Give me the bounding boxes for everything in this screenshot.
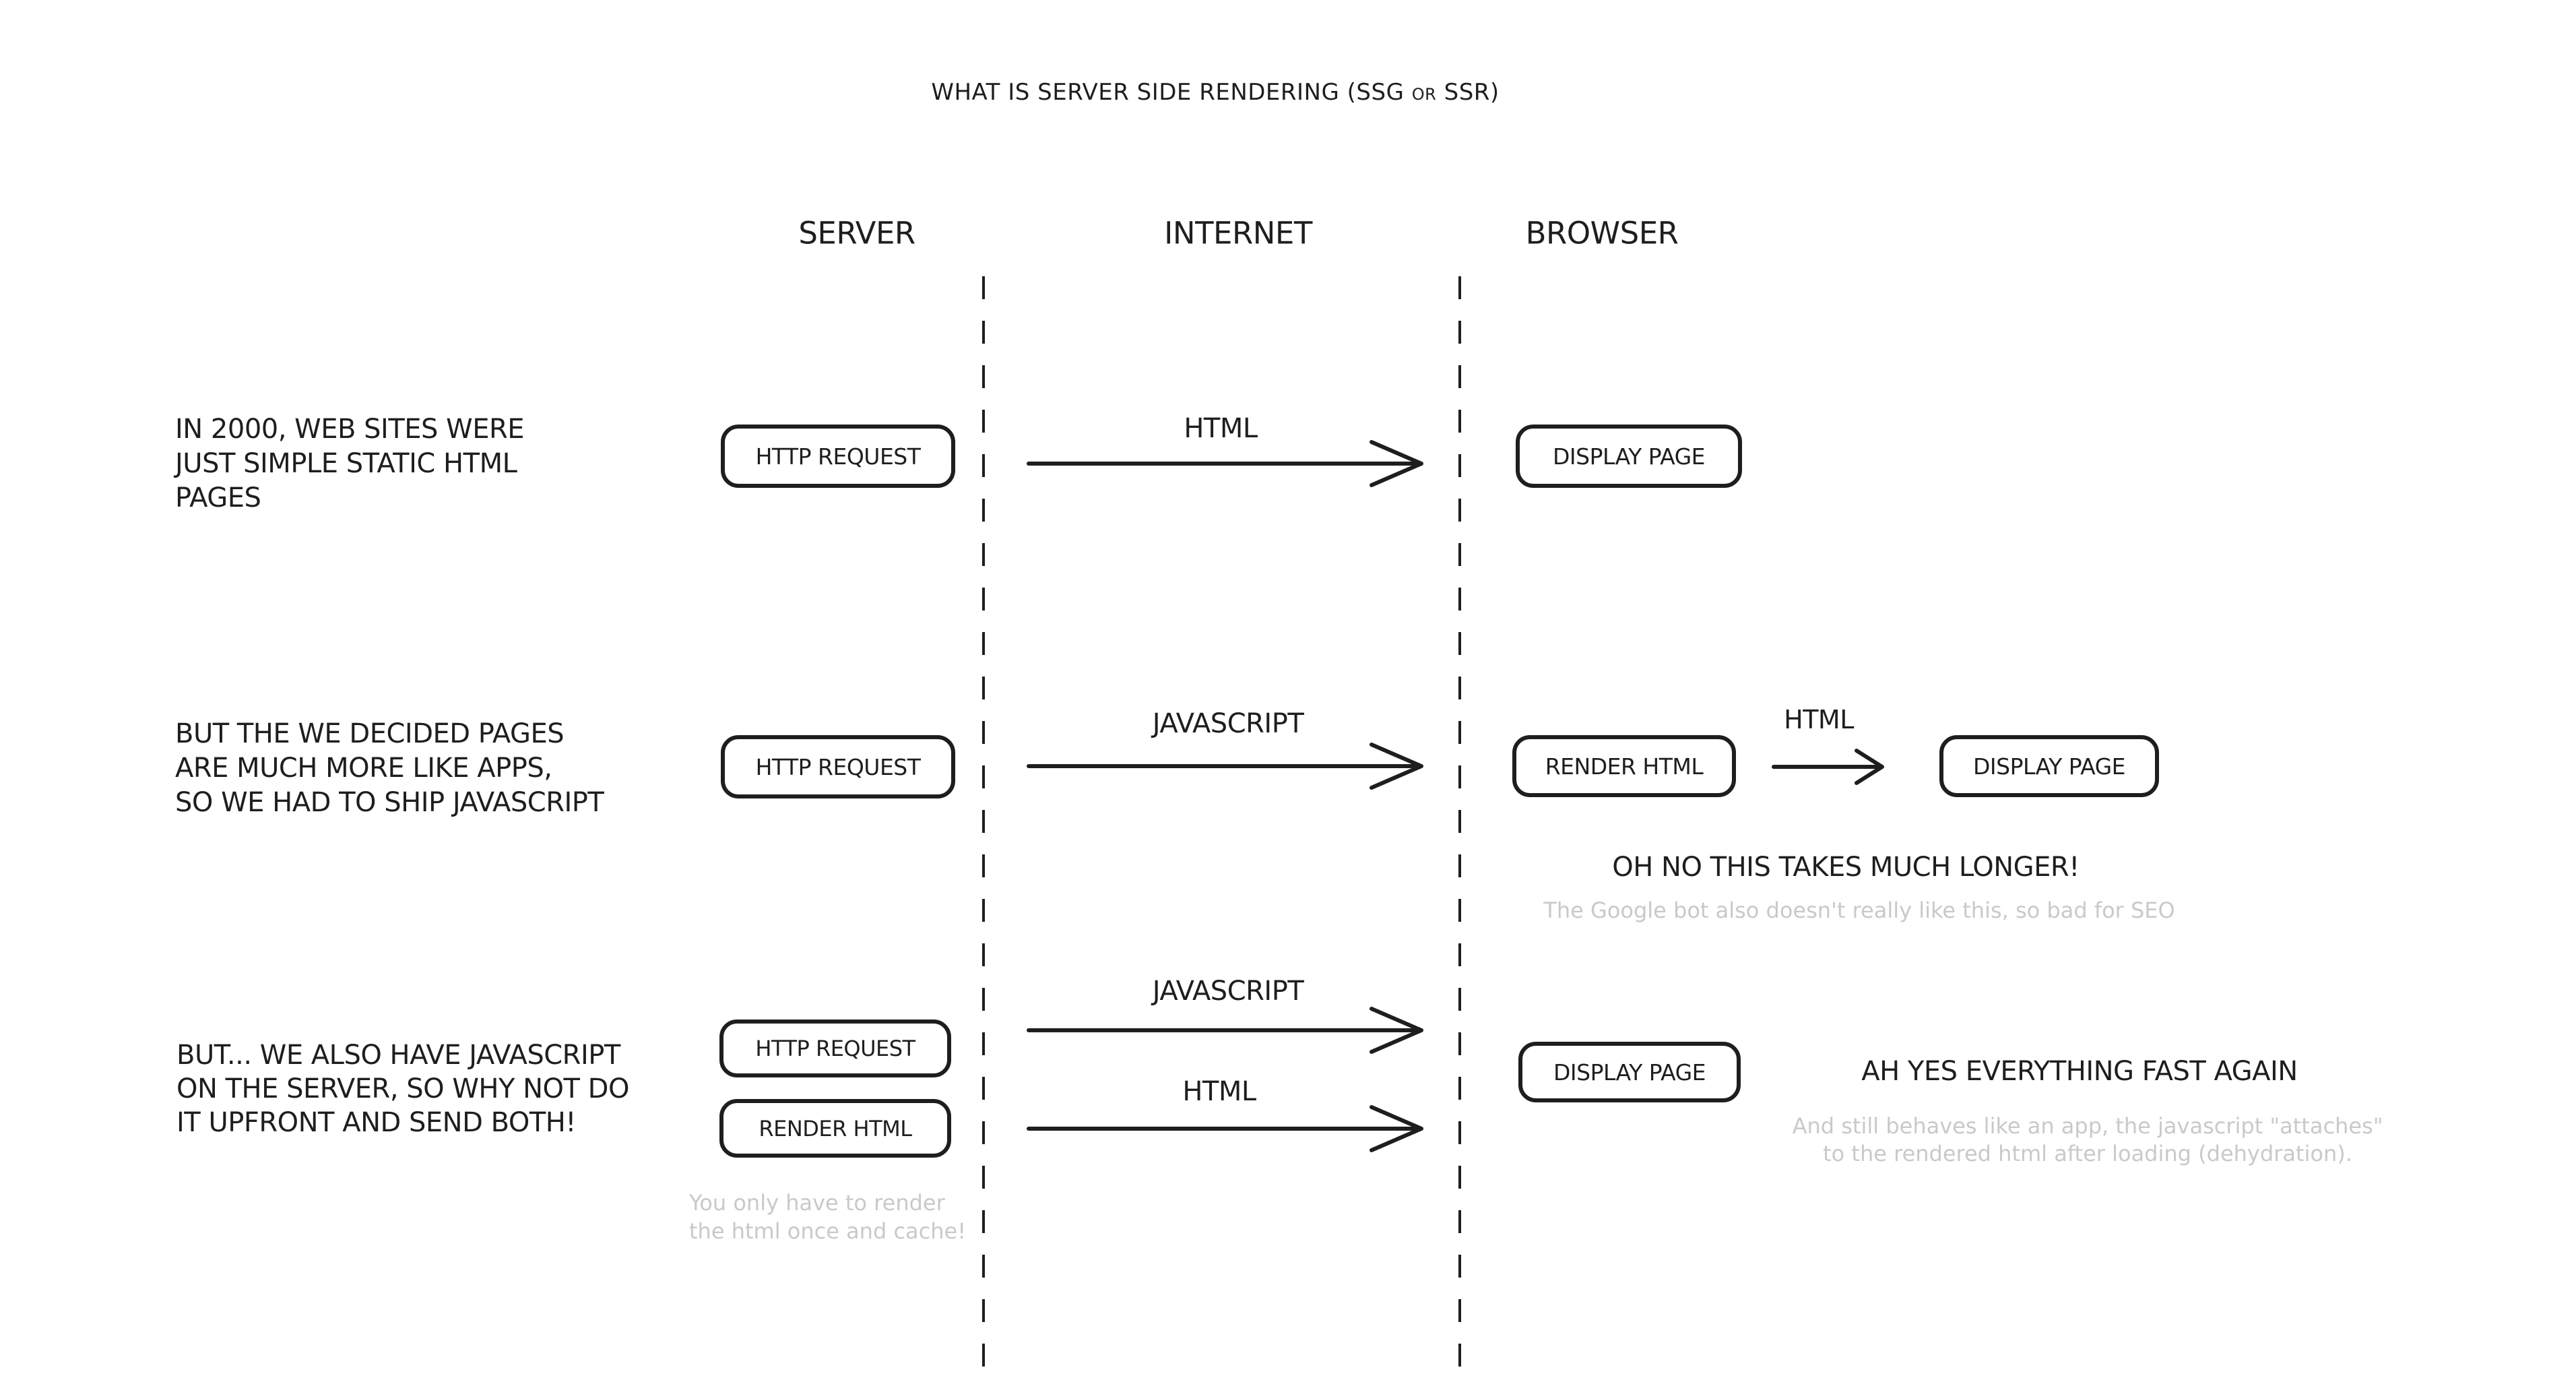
note-row2: The Google bot also doesn't really like …	[1543, 898, 2175, 923]
note-row3-line1: And still behaves like an app, the javas…	[1792, 1113, 2383, 1139]
server-note-row3-line1: You only have to render	[689, 1190, 945, 1216]
http-request-label-row2: HTTP REQUEST	[755, 753, 921, 780]
arrow-right-icon	[1772, 749, 1884, 785]
narrative-row1-line1: IN 2000, WEB SITES WERE	[175, 414, 525, 445]
internet-arrow-top-label-row3: JAVASCRIPT	[1152, 976, 1304, 1007]
http-request-box-row1: HTTP REQUEST	[721, 425, 955, 488]
column-header-internet: INTERNET	[1164, 215, 1312, 251]
display-page-box-row3: DISPLAY PAGE	[1518, 1042, 1741, 1102]
lane-divider-server-internet	[982, 276, 985, 1380]
arrow-right-icon	[1027, 1007, 1423, 1054]
narrative-row3: BUT... WE ALSO HAVE JAVASCRIPT ON THE SE…	[176, 1038, 629, 1139]
lane-divider-internet-browser	[1458, 276, 1461, 1380]
internet-arrow-label-row2: JAVASCRIPT	[1152, 708, 1304, 739]
display-page-box-row1: DISPLAY PAGE	[1516, 425, 1742, 488]
internet-arrow-bottom-row3	[1027, 1096, 1431, 1161]
comment-row3: AH YES EVERYTHING FAST AGAIN	[1861, 1056, 2298, 1087]
narrative-row2: BUT THE WE DECIDED PAGES ARE MUCH MORE L…	[175, 717, 604, 820]
server-note-row3-line2: the html once and cache!	[689, 1218, 967, 1244]
arrow-right-icon	[1027, 1105, 1423, 1152]
http-request-label-row3: HTTP REQUEST	[755, 1036, 915, 1061]
narrative-row1: IN 2000, WEB SITES WERE JUST SIMPLE STAT…	[175, 412, 525, 515]
http-request-label-row1: HTTP REQUEST	[755, 443, 921, 470]
narrative-row3-line1: BUT... WE ALSO HAVE JAVASCRIPT	[176, 1040, 620, 1071]
render-html-box-row2: RENDER HTML	[1512, 735, 1736, 797]
narrative-row2-line3: SO WE HAD TO SHIP JAVASCRIPT	[175, 787, 604, 818]
internet-arrow-top-row3	[1027, 998, 1431, 1063]
narrative-row1-line2: JUST SIMPLE STATIC HTML	[175, 448, 517, 479]
narrative-row1-line3: PAGES	[175, 482, 261, 513]
column-header-server: SERVER	[798, 215, 915, 251]
note-row3: And still behaves like an app, the javas…	[1793, 1112, 2383, 1168]
display-page-label-row2: DISPLAY PAGE	[1973, 753, 2126, 780]
column-header-browser: BROWSER	[1525, 215, 1679, 251]
internet-arrow-row2	[1027, 734, 1431, 798]
server-note-row3: You only have to render the html once an…	[689, 1189, 966, 1245]
comment-row2: OH NO THIS TAKES MUCH LONGER!	[1612, 852, 2080, 883]
http-request-box-row3: HTTP REQUEST	[719, 1020, 951, 1077]
narrative-row2-line1: BUT THE WE DECIDED PAGES	[175, 718, 565, 749]
narrative-row2-line2: ARE MUCH MORE LIKE APPS,	[175, 753, 552, 784]
render-html-label-row2: RENDER HTML	[1545, 753, 1704, 780]
internet-arrow-row1	[1027, 431, 1431, 496]
arrow-right-icon	[1027, 440, 1423, 487]
narrative-row3-line3: IT UPFRONT AND SEND BOTH!	[176, 1107, 576, 1138]
internet-arrow-bottom-label-row3: HTML	[1182, 1076, 1256, 1107]
render-html-box-row3: RENDER HTML	[719, 1099, 951, 1158]
internet-arrow-label-row1: HTML	[1184, 413, 1258, 444]
browser-arrow-row2	[1772, 740, 1893, 794]
render-html-label-row3: RENDER HTML	[759, 1115, 912, 1141]
http-request-box-row2: HTTP REQUEST	[721, 735, 955, 798]
arrow-right-icon	[1027, 743, 1423, 790]
display-page-label-row3: DISPLAY PAGE	[1553, 1059, 1706, 1086]
note-row3-line2: to the rendered html after loading (dehy…	[1823, 1141, 2352, 1166]
display-page-box-row2: DISPLAY PAGE	[1939, 735, 2159, 797]
browser-arrow-label-row2: HTML	[1784, 705, 1854, 734]
narrative-row3-line2: ON THE SERVER, SO WHY NOT DO	[176, 1073, 629, 1104]
display-page-label-row1: DISPLAY PAGE	[1553, 443, 1706, 470]
diagram-title: WHAT IS SERVER SIDE RENDERING (SSG or SS…	[931, 79, 1500, 106]
